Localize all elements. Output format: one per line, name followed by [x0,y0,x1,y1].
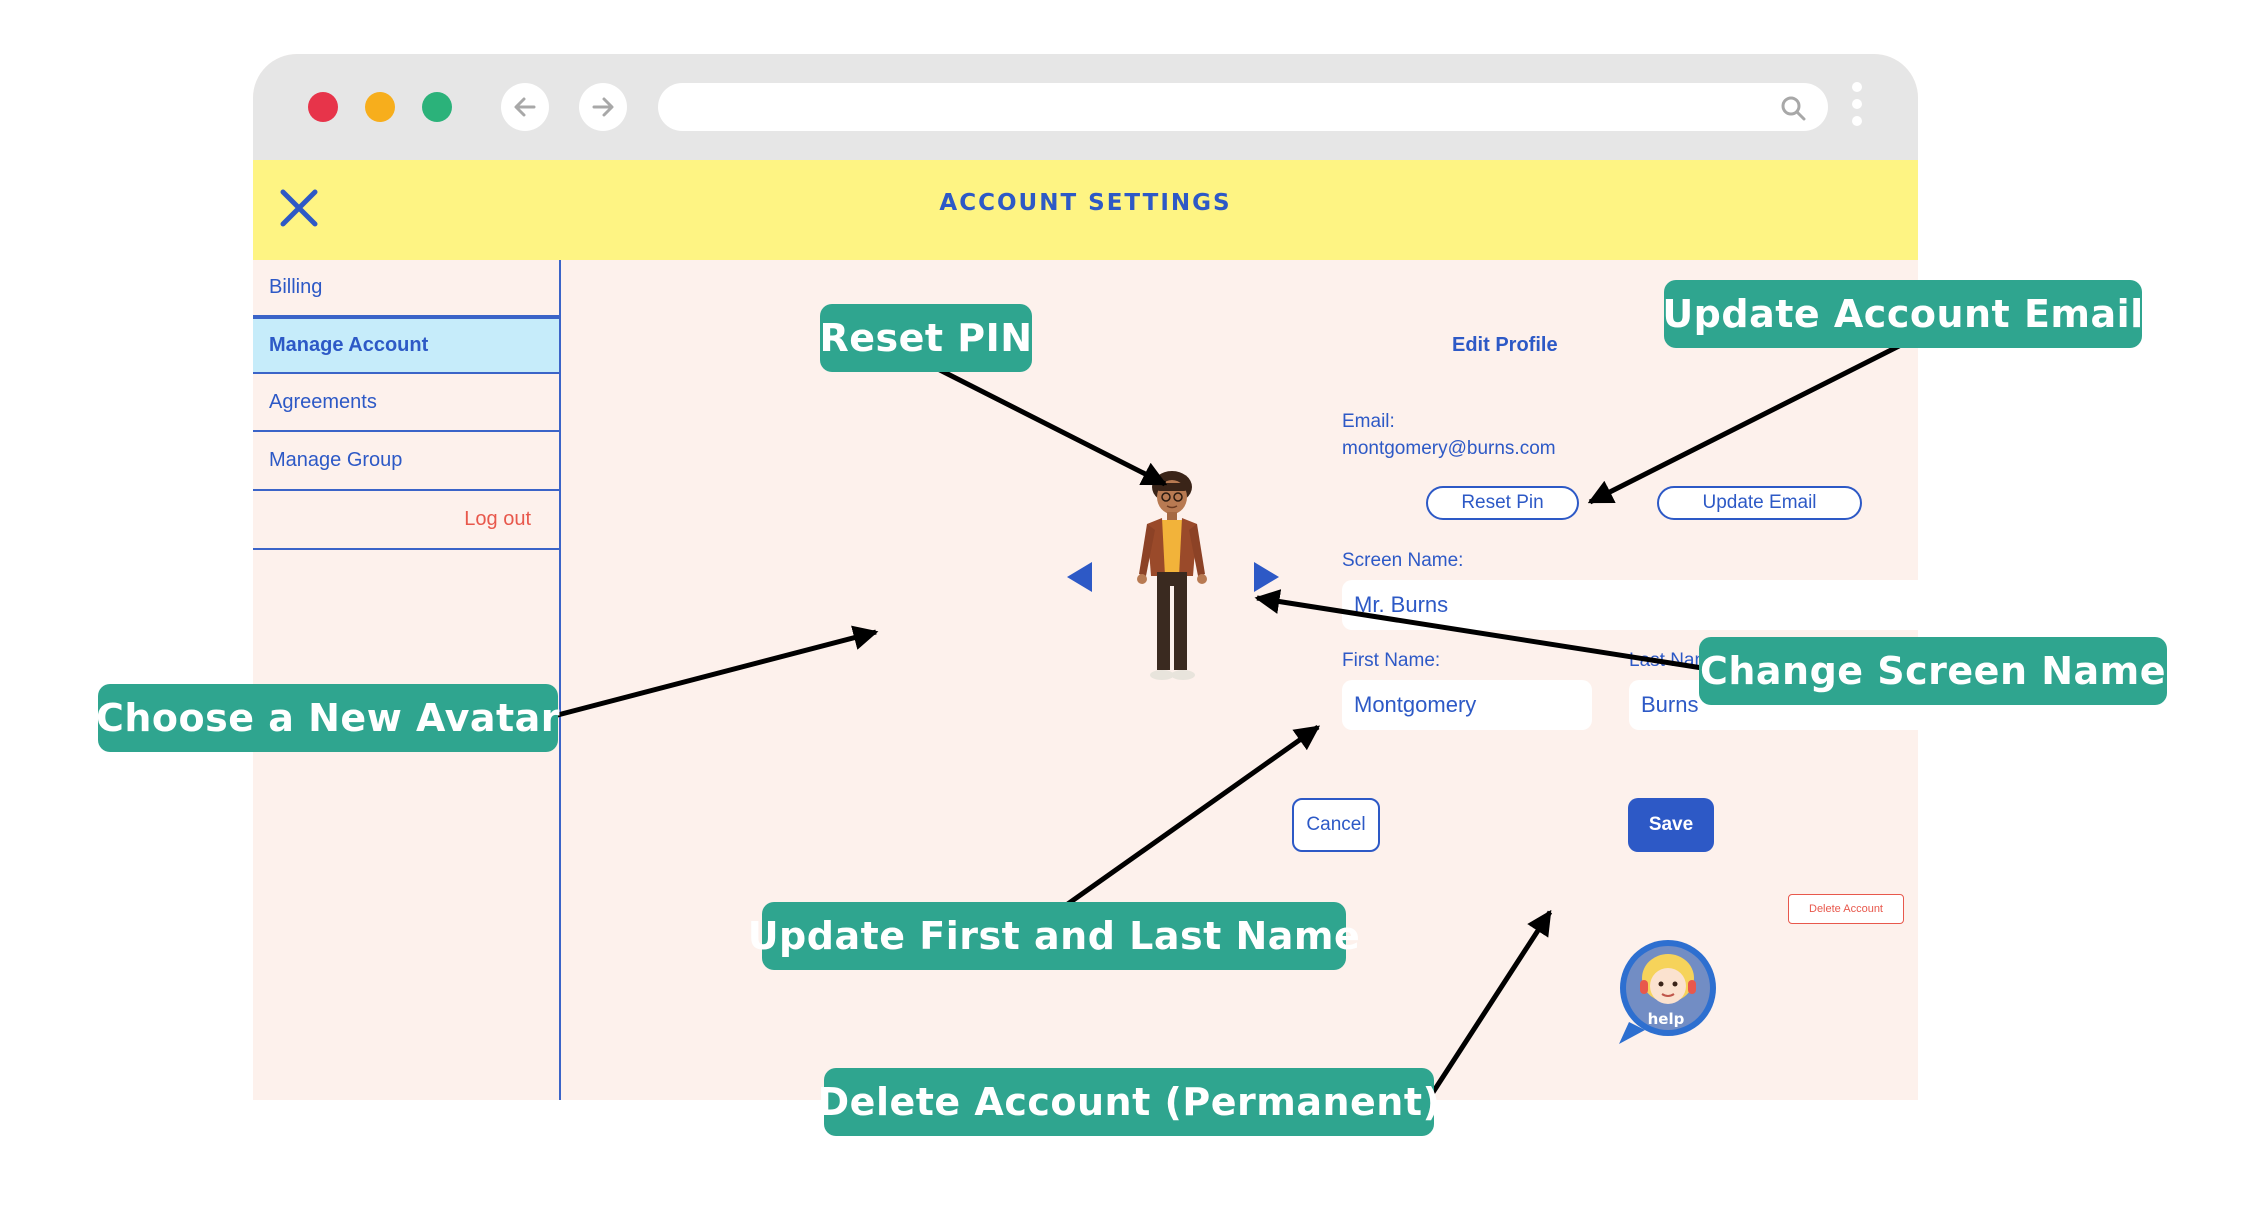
sidebar-item-agreements[interactable]: Agreements [253,374,559,432]
sidebar-item-manage-group[interactable]: Manage Group [253,432,559,491]
callout-update-email: Update Account Email [1662,280,2143,348]
back-button[interactable] [501,83,549,131]
search-icon[interactable] [1780,95,1806,121]
window-minimize-dot[interactable] [365,92,395,122]
header-bar [253,160,1918,260]
sidebar-item-manage-account[interactable]: Manage Account [253,317,559,374]
callout-update-names: Update First and Last Name [748,902,1360,970]
edit-profile-heading: Edit Profile [1452,334,1558,356]
arrow-names [1053,724,1321,916]
arrow-avatar [549,625,879,720]
help-label: help [1647,1010,1685,1028]
arrow-screen-name [1254,589,1716,673]
next-avatar-icon[interactable] [1250,560,1282,594]
help-button[interactable]: help [1611,936,1721,1048]
sidebar-item-billing[interactable]: Billing [253,260,559,317]
update-email-button[interactable]: Update Email [1657,486,1862,520]
email-value: montgomery@burns.com [1342,438,1556,459]
first-name-input[interactable]: Montgomery [1342,680,1592,730]
delete-account-button[interactable]: Delete Account [1788,894,1904,924]
arrow-update-email [1587,340,1907,505]
callout-reset-pin: Reset PIN [819,304,1032,372]
screen-name-label: Screen Name: [1342,550,1464,571]
forward-button[interactable] [579,83,627,131]
prev-avatar-icon[interactable] [1064,560,1096,594]
arrow-reset-pin [926,361,1168,487]
kebab-menu-icon[interactable] [1851,82,1863,136]
screen-name-input[interactable]: Mr. Burns [1342,580,1918,630]
callout-delete-account: Delete Account (Permanent) [818,1068,1440,1136]
help-icon [1619,940,1716,1044]
close-icon[interactable] [277,186,321,230]
callout-choose-avatar: Choose a New Avatar [96,684,560,752]
arrow-delete [1425,909,1553,1102]
save-button[interactable]: Save [1628,798,1714,852]
page-title: ACCOUNT SETTINGS [939,190,1232,216]
first-name-label: First Name: [1342,650,1441,671]
cancel-button[interactable]: Cancel [1292,798,1380,852]
forward-arrow-icon [592,97,614,117]
window-close-dot[interactable] [308,92,338,122]
sidebar: Billing Manage Account Agreements Manage… [253,260,561,1100]
email-label: Email: [1342,411,1395,432]
callout-change-screen-name: Change Screen Name [1699,637,2167,705]
logout-link[interactable]: Log out [253,491,559,550]
browser-chrome [253,54,1918,160]
reset-pin-button[interactable]: Reset Pin [1426,486,1579,520]
address-bar[interactable] [658,83,1828,131]
back-arrow-icon [514,97,536,117]
window-maximize-dot[interactable] [422,92,452,122]
avatar-figure [1137,471,1207,680]
